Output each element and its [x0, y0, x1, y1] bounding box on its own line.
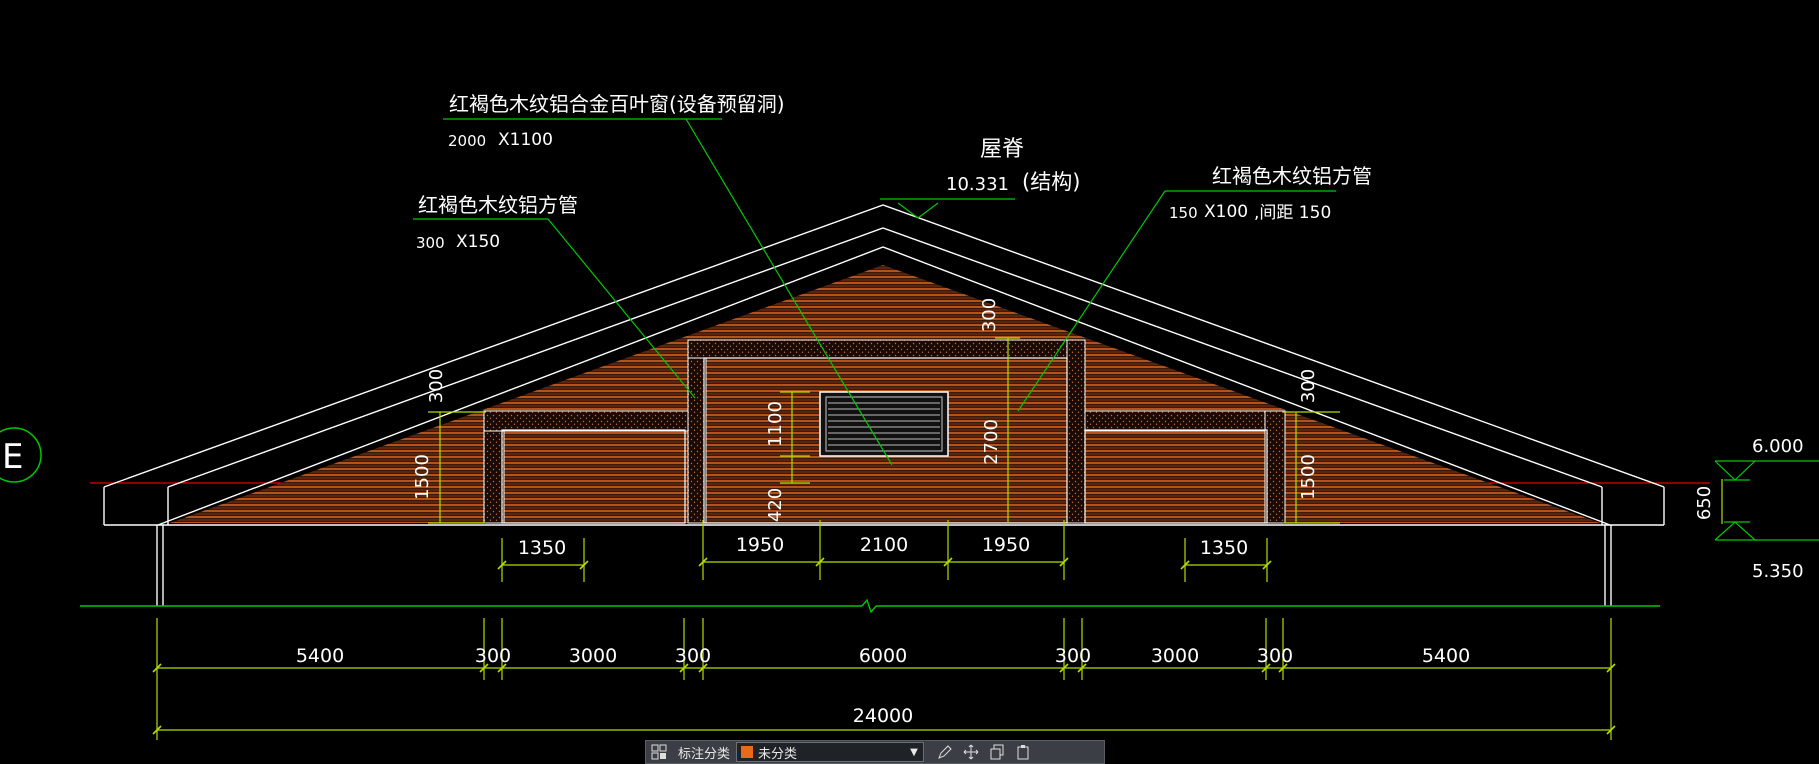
tube-right-spacing: ,间距 150	[1254, 203, 1331, 223]
copy-icon[interactable]	[984, 741, 1010, 763]
edit-icon[interactable]	[932, 741, 958, 763]
segment-dim-3: 3000	[569, 645, 617, 667]
segment-dim-7: 3000	[1151, 645, 1199, 667]
dim-650: 650	[1694, 486, 1715, 520]
opening-dim-c1: 1950	[736, 534, 784, 556]
layers-icon[interactable]	[646, 741, 672, 763]
elevation-top: 6.000	[1752, 436, 1804, 457]
dimension-ticks	[152, 557, 1616, 735]
dim-420: 420	[765, 488, 786, 522]
louver-size-x: X1100	[498, 130, 553, 150]
move-icon[interactable]	[958, 741, 984, 763]
dim-300-left: 300	[426, 369, 447, 403]
ground-line	[80, 598, 1660, 614]
elevation-bottom: 5.350	[1752, 561, 1804, 582]
dim-1100: 1100	[765, 401, 786, 447]
dimension-lines	[156, 337, 1612, 740]
tube-left-size-w: 300	[416, 234, 445, 252]
category-select[interactable]: 未分类 ▼	[736, 742, 925, 762]
leader-lines	[413, 118, 1336, 466]
category-select-value: 未分类	[758, 746, 798, 762]
inner-panels	[501, 357, 1268, 524]
ridge-title: 屋脊	[980, 137, 1024, 162]
dim-2700: 2700	[981, 419, 1002, 465]
axis-marker-label: E	[2, 437, 23, 477]
annotation-toolbar: 标注分类 未分类 ▼	[645, 740, 1105, 764]
paste-icon[interactable]	[1010, 741, 1036, 763]
segment-dim-1: 5400	[296, 645, 344, 667]
opening-dim-c3: 1950	[982, 534, 1030, 556]
louver-window	[819, 391, 949, 457]
vertical-dimension-numbers: 300 300 300 1500 1500 1100 420 2700 650	[412, 298, 1715, 522]
annotation-texts: 红褐色木纹铝合金百叶窗(设备预留洞) 2000 X1100 红褐色木纹铝方管 3…	[416, 92, 1804, 582]
dim-1500-right: 1500	[1298, 454, 1319, 500]
tube-right-size-w: 150	[1169, 204, 1198, 222]
dim-300-right: 300	[1298, 369, 1319, 403]
opening-dim-left: 1350	[518, 537, 566, 559]
louver-size-w: 2000	[448, 132, 486, 150]
tube-right-label: 红褐色木纹铝方管	[1212, 164, 1372, 188]
chevron-down-icon: ▼	[910, 746, 918, 758]
tube-right-size-x: X100	[1204, 202, 1248, 222]
dimension-numbers: 1350 1950 2100 1950 1350 5400 300 3000 3…	[296, 534, 1470, 727]
tube-left-label: 红褐色木纹铝方管	[418, 193, 578, 217]
segment-dim-9: 5400	[1422, 645, 1470, 667]
opening-dim-right: 1350	[1200, 537, 1248, 559]
segment-dim-2: 300	[475, 645, 511, 667]
segment-dim-6: 300	[1055, 645, 1091, 667]
tube-left-size-x: X150	[456, 232, 500, 252]
category-color-swatch	[741, 746, 754, 758]
segment-dim-8: 300	[1257, 645, 1293, 667]
roof-outline	[103, 204, 1665, 606]
dim-1500-left: 1500	[412, 454, 433, 500]
total-dim: 24000	[853, 705, 913, 727]
ridge-note: (结构)	[1022, 170, 1080, 194]
axis-marker: E	[0, 427, 42, 483]
frame-members	[483, 339, 1286, 524]
category-label: 标注分类	[678, 746, 731, 762]
ridge-elevation: 10.331	[946, 174, 1009, 195]
opening-dim-c2: 2100	[860, 534, 908, 556]
elevation-markers	[1714, 460, 1819, 541]
segment-dim-5: 6000	[859, 645, 907, 667]
dim-300-top: 300	[979, 298, 1000, 332]
louver-label: 红褐色木纹铝合金百叶窗(设备预留洞)	[449, 92, 785, 116]
segment-dim-4: 300	[675, 645, 711, 667]
